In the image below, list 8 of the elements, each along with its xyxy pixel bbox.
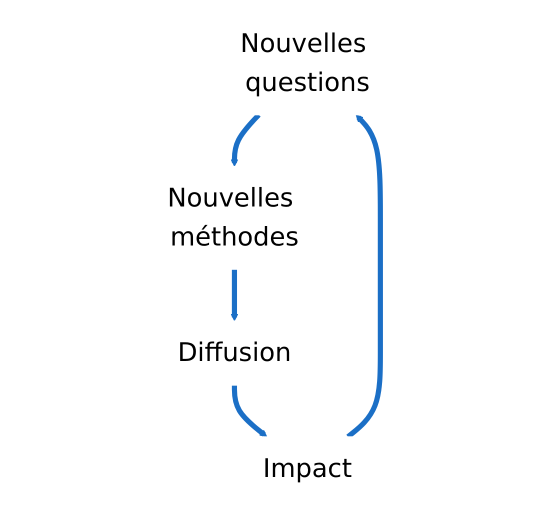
node-text: Nouvelles questions [240,29,370,98]
arrow [230,269,238,322]
arrow [230,113,261,167]
arrow [346,114,383,439]
arrow [232,385,268,438]
node-text: Nouvelles méthodes [167,184,299,252]
node-text: Impact [262,454,352,484]
node-text: Diffusion [178,338,292,368]
